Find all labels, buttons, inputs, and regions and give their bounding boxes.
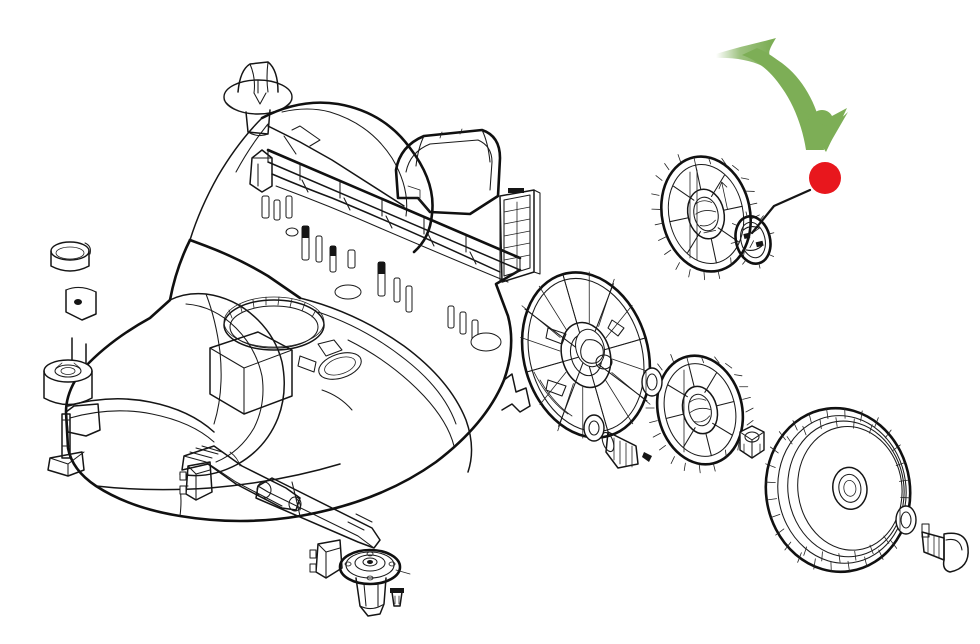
part-fan-shaft-assembly bbox=[583, 414, 652, 469]
part-side-cap bbox=[50, 241, 91, 272]
part-handle-rail-upper bbox=[181, 445, 302, 512]
part-deck-body bbox=[64, 238, 531, 523]
part-upper-gear bbox=[651, 154, 760, 281]
part-roller-wheel bbox=[43, 359, 93, 406]
part-drive-tire bbox=[764, 406, 912, 574]
part-lower-gear bbox=[645, 354, 754, 474]
part-top-knob bbox=[223, 61, 293, 137]
part-handle-rail-lower bbox=[255, 477, 381, 549]
part-lower-washer bbox=[641, 367, 663, 397]
part-wheel-bolt bbox=[921, 531, 969, 573]
part-bracket-right bbox=[309, 539, 343, 579]
part-bracket-left bbox=[179, 461, 213, 501]
part-deck-misc-details bbox=[229, 339, 362, 467]
part-rear-chute-shell bbox=[189, 101, 434, 254]
part-flap-cover bbox=[394, 128, 502, 216]
part-hex-nut bbox=[739, 425, 765, 459]
part-deck-posts bbox=[261, 195, 502, 352]
part-blade-hub bbox=[338, 548, 411, 617]
part-impeller-fan bbox=[520, 271, 652, 439]
part-pin-bracket bbox=[47, 413, 85, 477]
part-wheel-washer bbox=[895, 505, 917, 535]
part-louver-grille bbox=[499, 188, 541, 283]
part-deck-top-rail bbox=[249, 148, 522, 283]
